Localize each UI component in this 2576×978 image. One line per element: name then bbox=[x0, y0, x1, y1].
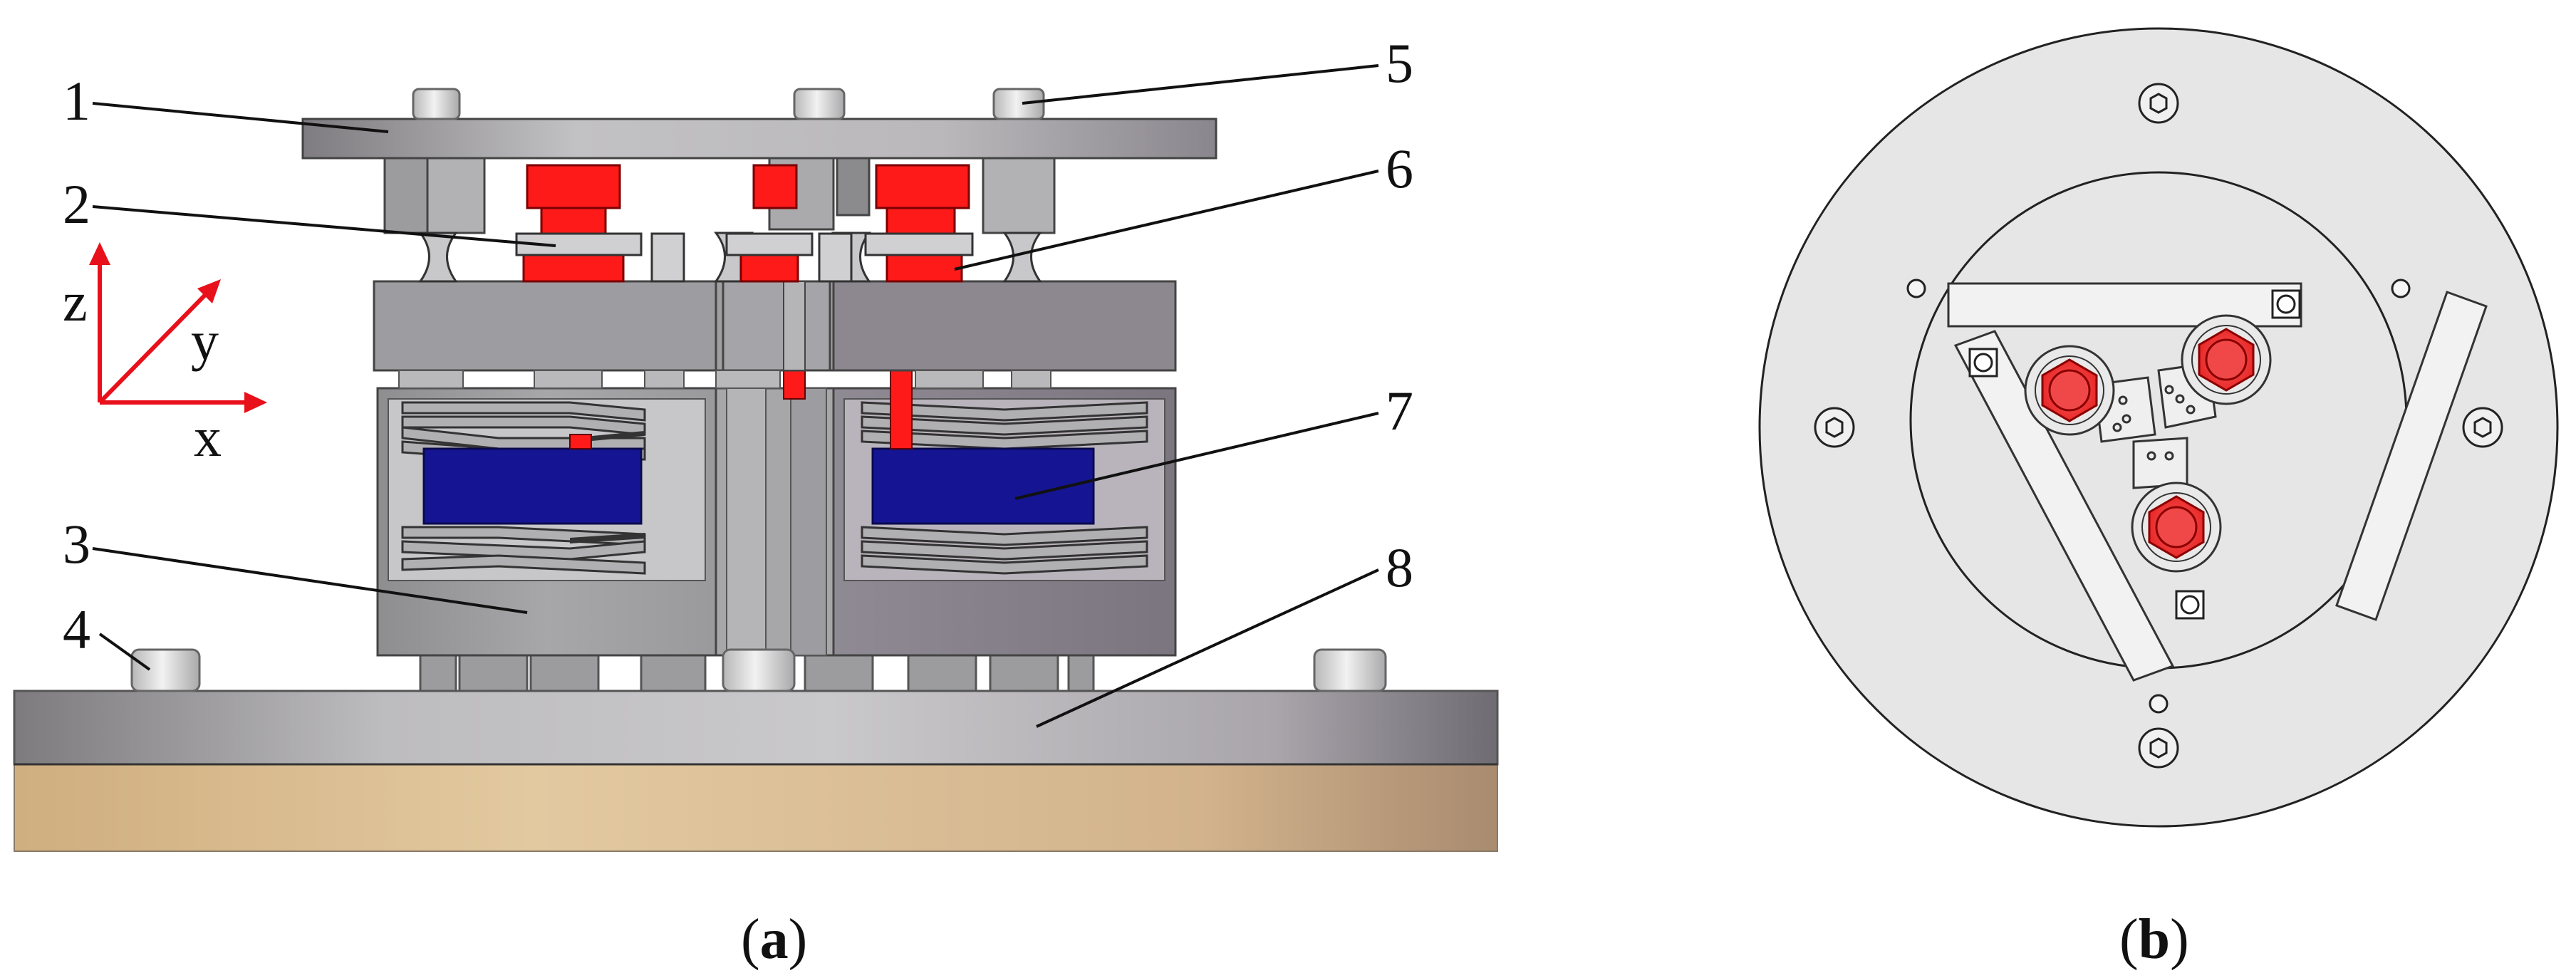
label-part-5: 5 bbox=[1386, 32, 1413, 94]
lower-feet bbox=[419, 654, 1095, 692]
magnet-left bbox=[422, 447, 643, 525]
leader-lines bbox=[92, 64, 1379, 728]
axis-label-z: z bbox=[63, 271, 88, 333]
label-part-7: 7 bbox=[1386, 380, 1413, 442]
caption-b: (b) bbox=[2119, 908, 2189, 971]
clamp-bars bbox=[515, 232, 974, 283]
red-pad-bottom bbox=[2131, 482, 2222, 573]
part-labels: 1 2 3 4 5 6 7 8 bbox=[63, 32, 1413, 660]
flexure-beams bbox=[1947, 282, 2488, 682]
label-part-1: 1 bbox=[63, 70, 90, 132]
red-bolts bbox=[522, 164, 970, 283]
label-part-6: 6 bbox=[1386, 137, 1413, 199]
label-part-2: 2 bbox=[63, 173, 90, 235]
axis-label-x: x bbox=[194, 406, 222, 468]
red-pad-right bbox=[2181, 314, 2272, 405]
red-pad-left bbox=[2024, 345, 2115, 436]
base-bolt-heads bbox=[130, 648, 1387, 692]
disc-springs-right bbox=[861, 401, 1148, 575]
caption-a: (a) bbox=[741, 908, 807, 971]
axis-label-y: y bbox=[191, 310, 219, 372]
inner-ring bbox=[1909, 171, 2408, 670]
small-holes bbox=[1906, 279, 2411, 714]
base-plate bbox=[13, 690, 1499, 766]
label-part-3: 3 bbox=[63, 513, 90, 575]
top-plate bbox=[301, 118, 1217, 160]
tan-support-block bbox=[14, 764, 1498, 852]
label-part-8: 8 bbox=[1386, 536, 1413, 598]
panel-b-top-view: (b) bbox=[1758, 27, 2559, 971]
coordinate-axes bbox=[89, 242, 267, 413]
panel-a-side-view: 1 2 3 4 5 6 7 8 z y x (a) bbox=[13, 32, 1499, 971]
top-bolt-heads bbox=[412, 88, 1045, 120]
label-part-4: 4 bbox=[63, 598, 90, 660]
magnet-right bbox=[871, 447, 1095, 525]
outer-screws bbox=[1814, 83, 2503, 769]
beam-end-screws bbox=[1968, 289, 2301, 620]
